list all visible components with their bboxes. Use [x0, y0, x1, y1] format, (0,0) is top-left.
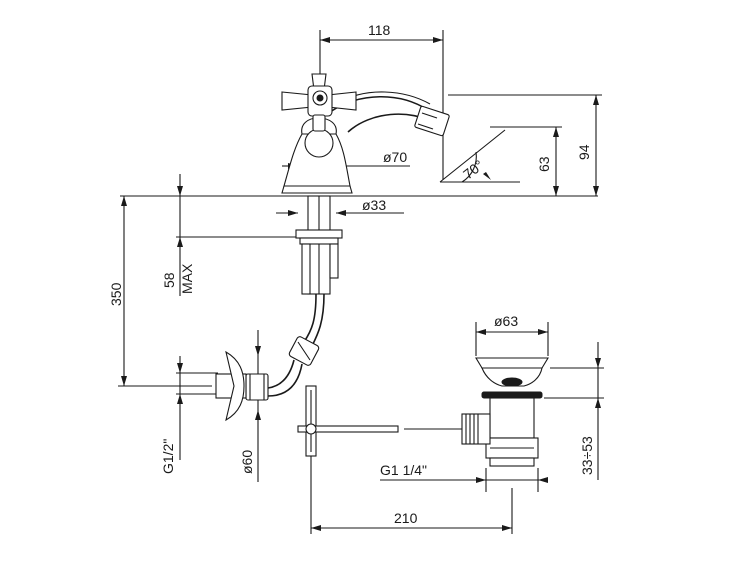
dim-angle: 70° — [439, 129, 520, 183]
dim-inlet: G1/2" ø60 — [160, 330, 261, 482]
dim-inlet-dia-label: ø60 — [239, 450, 255, 474]
cross-handle — [281, 73, 357, 132]
supply-pipe — [215, 195, 343, 422]
dim-dia33-label: ø33 — [362, 197, 386, 213]
dim-350-label: 350 — [108, 282, 124, 306]
dim-63-label: 63 — [536, 156, 552, 172]
dim-118-label: 118 — [368, 22, 391, 38]
dim-dia70-label: ø70 — [383, 149, 407, 165]
dim-dia63-label: ø63 — [494, 313, 518, 329]
dim-33-53: 33÷53 — [544, 342, 604, 480]
dim-dia33: ø33 — [276, 197, 404, 216]
dim-dia63: ø63 — [475, 313, 549, 356]
popup-rod — [297, 385, 462, 457]
dim-210: 210 — [310, 456, 513, 534]
dim-350: 350 — [108, 196, 212, 387]
dim-94-label: 94 — [576, 144, 592, 160]
dim-58-max: 58 MAX — [161, 174, 302, 296]
dim-max-label: MAX — [179, 263, 195, 294]
dim-inlet-thread-label: G1/2" — [160, 439, 176, 474]
dim-94: 94 — [448, 94, 602, 196]
waste-assembly — [461, 357, 549, 467]
dim-angle-label: 70° — [460, 157, 487, 183]
dim-210-label: 210 — [394, 510, 418, 526]
faucet-body — [281, 91, 450, 194]
dim-58-label: 58 — [161, 272, 177, 288]
dim-33-53-label: 33÷53 — [579, 436, 595, 475]
dim-118: 118 — [319, 22, 444, 180]
dim-63: 63 — [490, 126, 562, 196]
dim-waste-thread: G1 1/4" — [380, 462, 548, 492]
dim-waste-thread-label: G1 1/4" — [380, 462, 427, 478]
